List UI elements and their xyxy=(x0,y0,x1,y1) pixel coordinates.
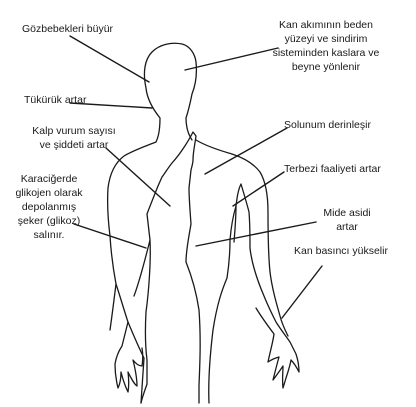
figure-right-hand xyxy=(114,321,144,393)
leader-sweat xyxy=(232,171,285,207)
leader-pupils xyxy=(69,35,150,83)
label-saliva: Tükürük artar xyxy=(24,94,87,106)
label-sweat: Terbezi faaliyeti artar xyxy=(284,163,381,175)
leader-stomach xyxy=(195,221,317,247)
leader-heart xyxy=(105,147,171,207)
label-liver: Karaciğerde glikojen olarak depolanmış ş… xyxy=(15,173,83,241)
body-outline-left xyxy=(208,183,300,404)
body-outline xyxy=(140,131,201,404)
leader-blood-pressure xyxy=(281,265,323,319)
leader-blood-flow xyxy=(184,47,279,71)
label-blood-flow: Kan akımının beden yüzeyi ve sindirim si… xyxy=(272,19,380,73)
leader-saliva xyxy=(69,102,153,109)
label-pupils: Gözbebekleri büyür xyxy=(22,23,114,35)
label-blood-pressure: Kan basıncı yükselir xyxy=(294,245,388,257)
label-heart: Kalp vurum sayısı ve şiddeti artar xyxy=(32,125,116,151)
figure-right-side xyxy=(106,42,198,404)
leader-liver xyxy=(73,223,147,249)
label-stomach: Mide asidi artar xyxy=(323,207,371,233)
leader-breathing xyxy=(204,127,288,175)
label-breathing: Solunum derinleşir xyxy=(284,119,371,131)
figure-left-side xyxy=(195,139,289,337)
